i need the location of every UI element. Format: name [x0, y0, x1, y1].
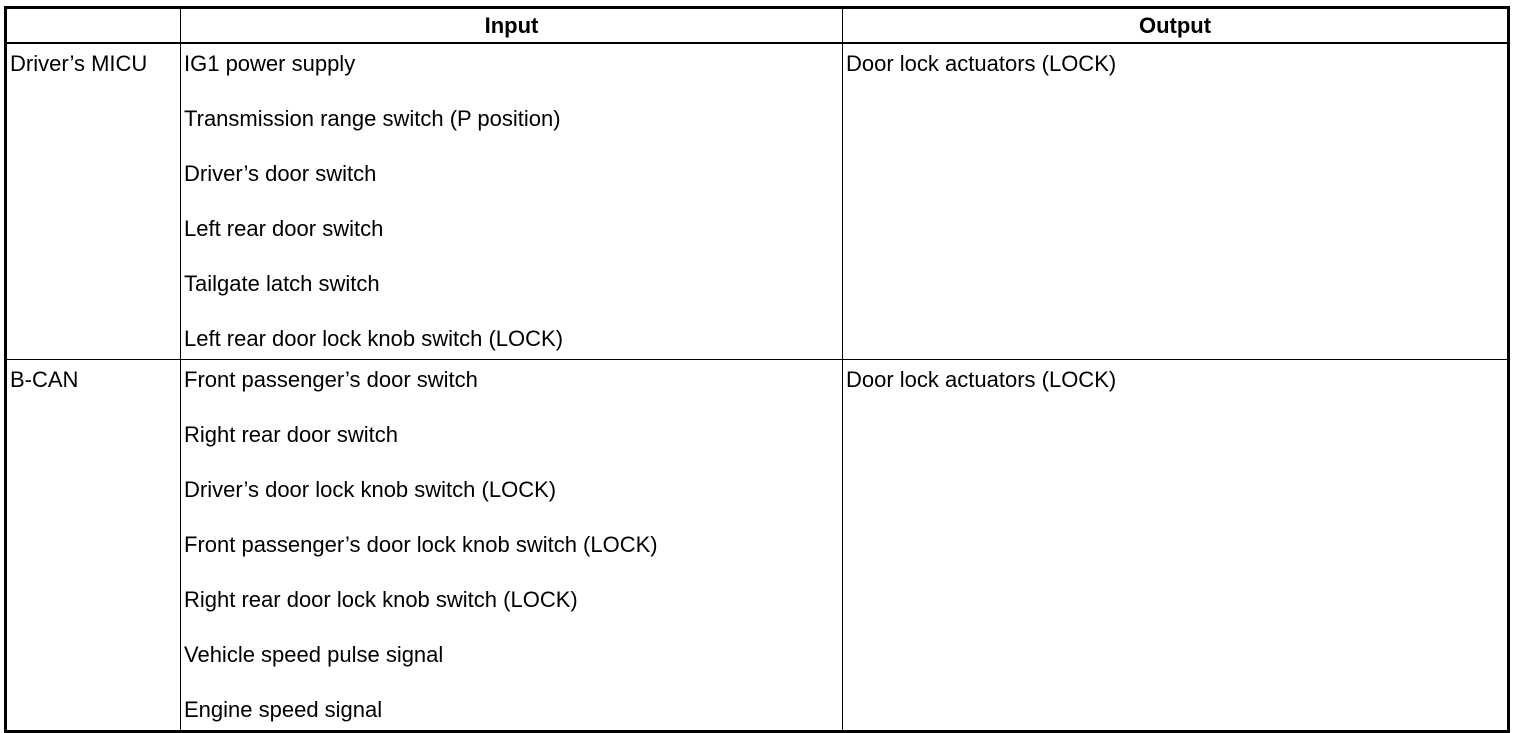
source-label: B-CAN: [10, 367, 79, 392]
input-item: Front passenger’s door switch: [184, 367, 478, 392]
io-table-container: Input Output Driver’s MICU IG1 power sup…: [4, 6, 1510, 733]
input-item: Left rear door switch: [184, 216, 384, 241]
source-label: Driver’s MICU: [10, 51, 148, 76]
input-cell: IG1 power supply Transmission range swit…: [180, 42, 843, 360]
header-blank: [5, 7, 181, 44]
table-row: Driver’s MICU IG1 power supply Transmiss…: [5, 42, 1509, 360]
input-item: Left rear door lock knob switch (LOCK): [184, 326, 564, 351]
header-input: Input: [180, 7, 843, 44]
table-row: B-CAN Front passenger’s door switch Righ…: [5, 359, 1509, 732]
output-item: Door lock actuators (LOCK): [846, 367, 1117, 392]
input-item: Vehicle speed pulse signal: [184, 642, 444, 667]
input-item: Front passenger’s door lock knob switch …: [184, 532, 658, 557]
input-item: Driver’s door switch: [184, 161, 377, 186]
input-item: IG1 power supply: [184, 51, 356, 76]
source-cell: Driver’s MICU: [5, 42, 181, 360]
input-item: Engine speed signal: [184, 697, 383, 722]
input-item: Right rear door lock knob switch (LOCK): [184, 587, 578, 612]
header-row: Input Output: [5, 7, 1509, 44]
output-item: Door lock actuators (LOCK): [846, 51, 1117, 76]
source-cell: B-CAN: [5, 359, 181, 732]
input-item: Transmission range switch (P position): [184, 106, 561, 131]
input-output-table: Input Output Driver’s MICU IG1 power sup…: [4, 6, 1510, 733]
output-cell: Door lock actuators (LOCK): [842, 359, 1509, 732]
header-output: Output: [842, 7, 1509, 44]
input-item: Driver’s door lock knob switch (LOCK): [184, 477, 557, 502]
output-cell: Door lock actuators (LOCK): [842, 42, 1509, 360]
input-item: Right rear door switch: [184, 422, 398, 447]
input-cell: Front passenger’s door switch Right rear…: [180, 359, 843, 732]
input-item: Tailgate latch switch: [184, 271, 380, 296]
